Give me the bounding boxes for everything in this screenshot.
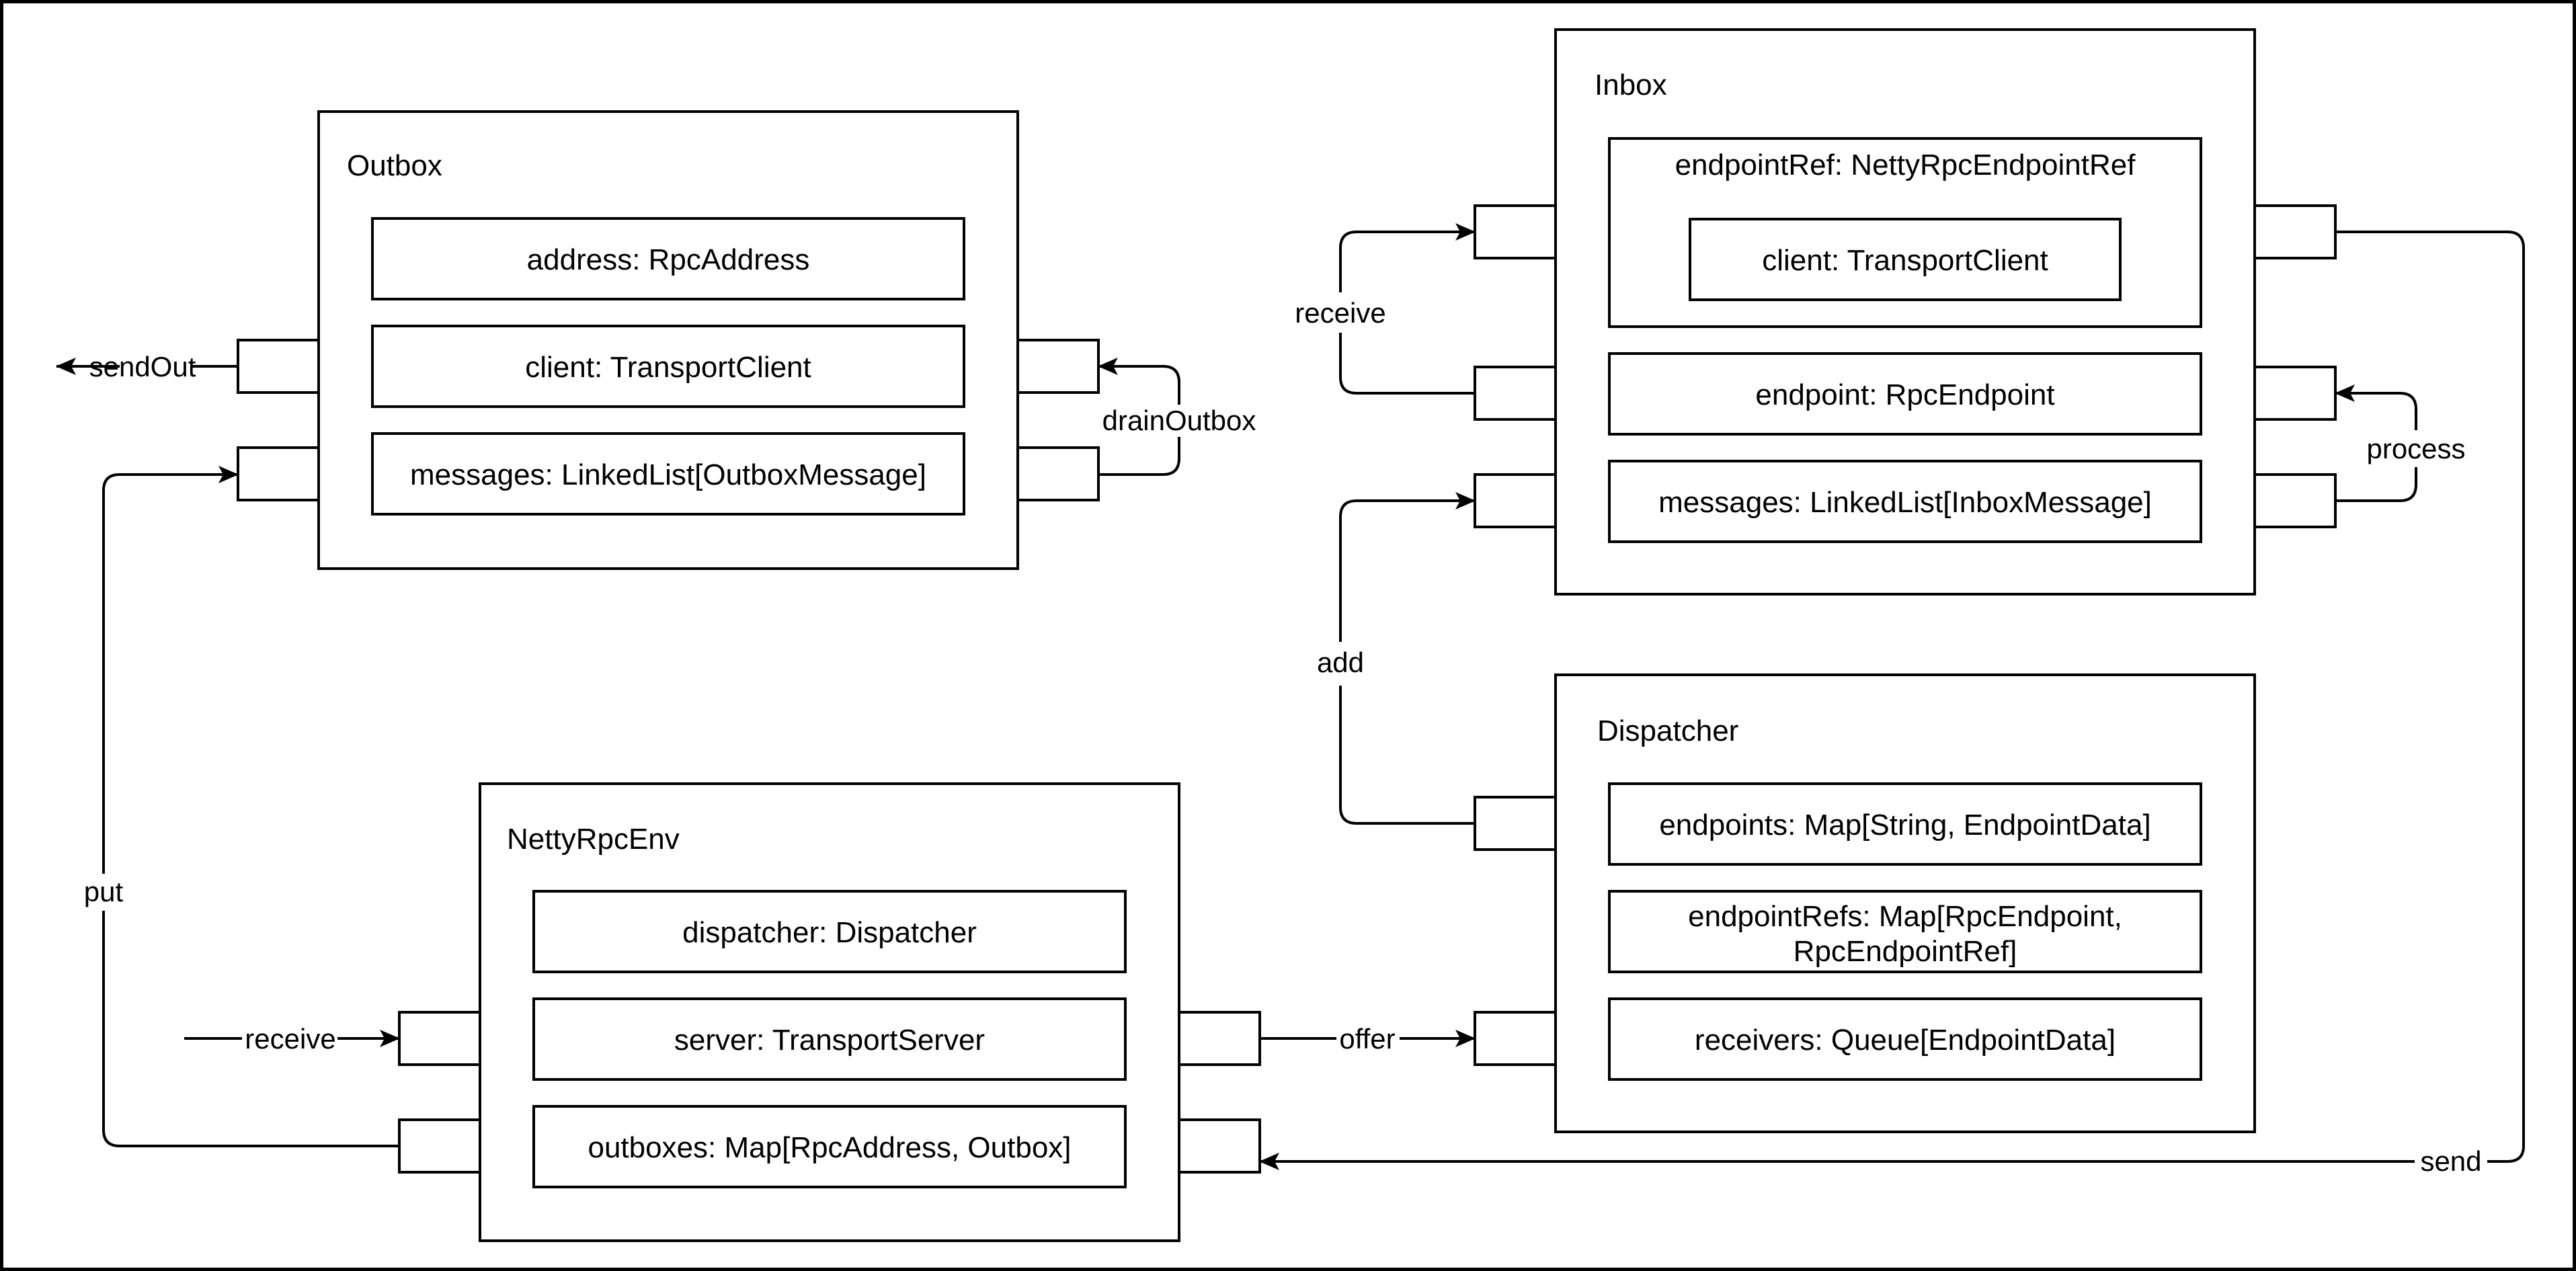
netty-field-outboxes: [532, 1105, 1127, 1188]
netty-port-send: [1178, 1118, 1261, 1174]
edge-put-label: put: [84, 876, 124, 907]
edge-process: process: [2335, 384, 2466, 502]
inbox-field-endpoint-label: endpoint: RpcEndpoint: [1755, 378, 2054, 411]
outbox-field-address-label: address: RpcAddress: [527, 243, 810, 276]
netty-field-server: [532, 997, 1127, 1081]
dispatcher-field-endpoint-refs: [1608, 890, 2202, 973]
outbox-port-sendout: [237, 339, 320, 394]
edge-add-label: add: [1317, 647, 1364, 678]
outbox-field-address: [371, 217, 965, 300]
inbox-component: Inbox endpointRef: NettyRpcEndpointRef c…: [1474, 28, 2337, 596]
edge-process-label: process: [2366, 433, 2465, 464]
inbox-field-messages: [1608, 460, 2202, 543]
dispatcher-title: Dispatcher: [1597, 714, 1738, 747]
edge-send-out: sendOut: [56, 351, 238, 382]
outbox-field-messages-label: messages: LinkedList[OutboxMessage]: [410, 458, 926, 491]
inbox-endpoint-ref-client: [1689, 218, 2122, 301]
dispatcher-field-endpoint-refs-label-1: endpointRefs: Map[RpcEndpoint,: [1688, 900, 2122, 933]
netty-field-dispatcher-label: dispatcher: Dispatcher: [682, 916, 977, 949]
netty-port-put: [398, 1118, 481, 1174]
outbox-port-drain-in: [1016, 339, 1100, 394]
netty-rpc-env-component: NettyRpcEnv dispatcher: Dispatcher serve…: [398, 782, 1261, 1242]
outbox-field-client-label: client: TransportClient: [525, 351, 811, 384]
dispatcher-field-receivers: [1608, 997, 2202, 1081]
dispatcher-field-endpoint-refs-label-2: RpcEndpointRef]: [1794, 935, 2017, 968]
outbox-port-put: [237, 446, 320, 501]
inbox-endpoint-ref-label: endpointRef: NettyRpcEndpointRef: [1675, 149, 2136, 181]
edge-send-out-label: sendOut: [89, 351, 196, 382]
edge-offer: offer: [1260, 1023, 1476, 1055]
netty-field-outboxes-label: outboxes: Map[RpcAddress, Outbox]: [588, 1131, 1071, 1164]
outbox-component: Outbox address: RpcAddress client: Trans…: [237, 110, 1100, 570]
inbox-port-receive-in: [1474, 204, 1557, 259]
edge-receive-env-label: receive: [245, 1023, 335, 1055]
dispatcher-field-endpoints: [1608, 782, 2202, 866]
edge-put: put: [84, 466, 399, 1147]
edge-offer-label: offer: [1339, 1023, 1395, 1055]
inbox-port-process-out: [2253, 473, 2337, 528]
netty-field-server-label: server: TransportServer: [674, 1024, 985, 1057]
edge-drain-outbox-label: drainOutbox: [1102, 405, 1256, 436]
dispatcher-port-offer: [1474, 1011, 1557, 1066]
edge-receive-inbox-label: receive: [1295, 297, 1385, 329]
dispatcher-component: Dispatcher endpoints: Map[String, Endpoi…: [1474, 673, 2256, 1133]
outbox-title: Outbox: [347, 149, 442, 182]
edge-receive-env: receive: [184, 1023, 400, 1055]
edge-send: send: [1259, 231, 2525, 1177]
netty-port-offer: [1178, 1011, 1261, 1066]
edge-add: add: [1317, 492, 1476, 825]
outbox-field-messages: [371, 432, 965, 516]
inbox-port-receive-out: [1474, 366, 1557, 421]
inbox-field-endpoint: [1608, 352, 2202, 436]
netty-field-dispatcher: [532, 890, 1127, 973]
inbox-title: Inbox: [1595, 69, 1667, 101]
edge-send-label: send: [2420, 1145, 2481, 1177]
inbox-endpoint-ref-client-label: client: TransportClient: [1762, 244, 2048, 277]
netty-rpc-env-title: NettyRpcEnv: [507, 823, 680, 856]
edge-drain-outbox: drainOutbox: [1098, 358, 1256, 476]
dispatcher-field-receivers-label: receivers: Queue[EndpointData]: [1695, 1024, 2116, 1057]
dispatcher-port-add: [1474, 796, 1557, 851]
inbox-port-process-in: [2253, 366, 2337, 421]
outbox-field-client: [371, 325, 965, 408]
outbox-port-drain-out: [1016, 446, 1100, 501]
edge-receive-inbox: receive: [1295, 223, 1476, 395]
inbox-port-add: [1474, 473, 1557, 528]
inbox-port-send: [2253, 204, 2337, 259]
netty-port-receive: [398, 1011, 481, 1066]
inbox-field-messages-label: messages: LinkedList[InboxMessage]: [1658, 486, 2152, 519]
dispatcher-field-endpoints-label: endpoints: Map[String, EndpointData]: [1659, 809, 2150, 842]
